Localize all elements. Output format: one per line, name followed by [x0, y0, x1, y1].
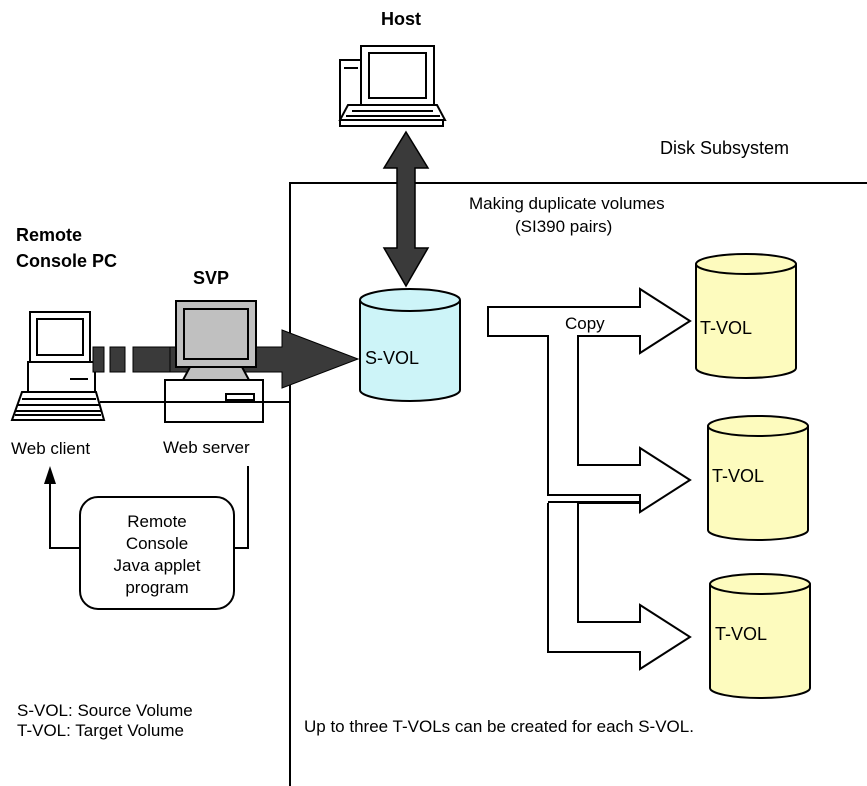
remote-console-pc-icon: [10, 311, 106, 421]
web-server-label: Web server: [163, 438, 250, 457]
applet-line-2: Console: [125, 534, 189, 553]
svol-label: S-VOL: [365, 348, 420, 368]
host-svol-double-arrow: [382, 130, 430, 288]
applet-line-3: Java applet: [113, 556, 201, 575]
tvol-cylinder-2: [707, 415, 809, 541]
console-pc-label: Console PC: [16, 251, 118, 271]
disk-subsystem-label: Disk Subsystem: [660, 138, 790, 158]
applet-flow-arrow: [44, 466, 249, 549]
footnote: Up to three T-VOLs can be created for ea…: [304, 717, 694, 736]
tvol-1-label: T-VOL: [700, 318, 753, 338]
si390-pairs-label: (SI390 pairs): [515, 217, 613, 236]
copy-label: Copy: [565, 314, 605, 333]
host-computer-icon: [338, 45, 447, 127]
web-client-label: Web client: [11, 439, 91, 458]
host-label: Host: [381, 9, 421, 29]
svol-cylinder: [359, 288, 461, 402]
tvol-cylinder-1: [695, 253, 797, 379]
tvol-2-label: T-VOL: [712, 466, 765, 486]
applet-line-4: program: [125, 578, 189, 597]
svp-label: SVP: [193, 268, 230, 288]
legend-svol: S-VOL: Source Volume: [17, 701, 193, 720]
tvol-3-label: T-VOL: [715, 624, 768, 644]
applet-line-1: Remote: [127, 512, 187, 531]
copy-arrows: [487, 287, 692, 671]
pc-to-svol-arrow: [92, 329, 360, 389]
disk-subsystem-boundary: [289, 182, 867, 786]
legend-tvol: T-VOL: Target Volume: [17, 721, 184, 740]
svp-computer-icon: [164, 300, 264, 423]
tvol-cylinder-3: [709, 573, 811, 699]
making-duplicates-label: Making duplicate volumes: [469, 194, 665, 213]
remote-label: Remote: [16, 225, 83, 245]
applet-program-box: [79, 496, 235, 610]
